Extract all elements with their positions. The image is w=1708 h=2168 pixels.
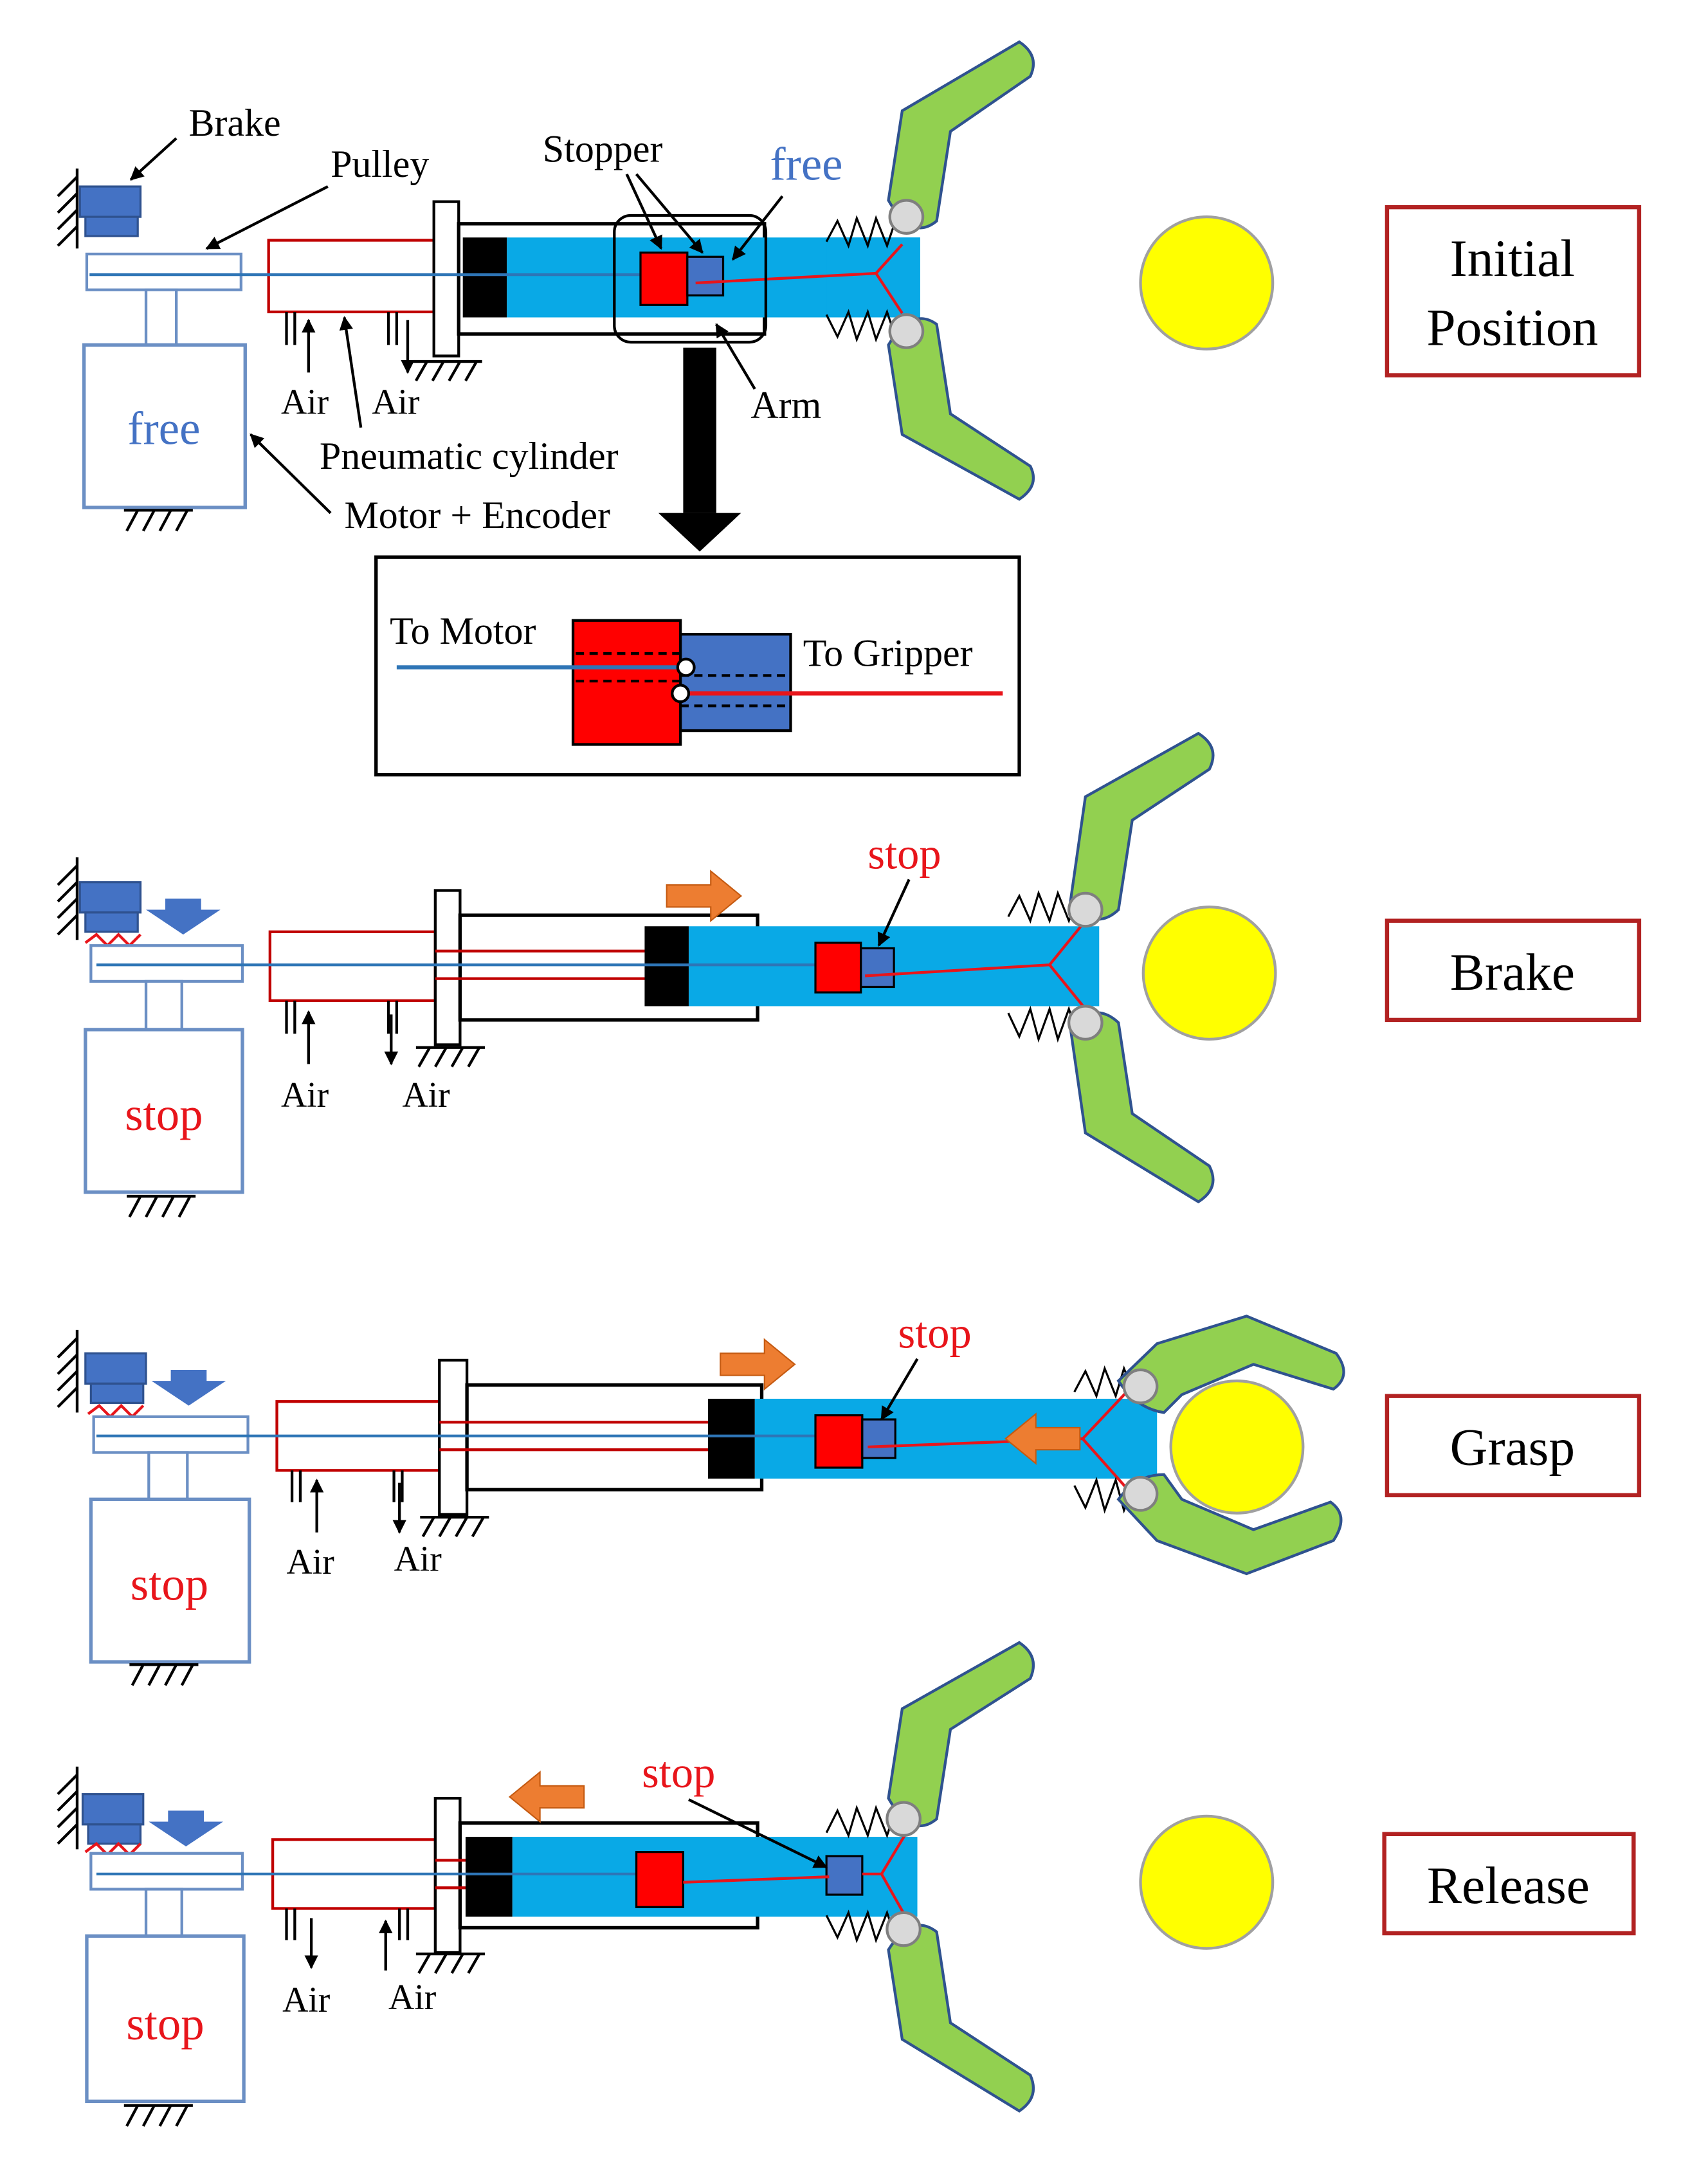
air-label-left: Air (281, 382, 329, 422)
brake-pad (84, 1352, 147, 1385)
air-port-left (285, 311, 316, 373)
stopper-blue (861, 1418, 896, 1459)
motion-arrow-icon (666, 870, 743, 922)
air-port-right (386, 311, 415, 374)
stage-title: Grasp (1450, 1418, 1575, 1477)
stage-title-box (1385, 1394, 1642, 1498)
pull-arrow-icon (1004, 1412, 1081, 1465)
pulley-label: Pulley (331, 143, 429, 185)
spring-lower (825, 309, 896, 343)
stage-title-box (1382, 1832, 1636, 1936)
stage-title-box (1385, 918, 1642, 1023)
stopper-highlight-box (613, 214, 768, 344)
air-label-left: Air (282, 1980, 331, 2020)
pulley (85, 252, 242, 291)
spring-upper (825, 215, 896, 249)
stage-title: Brake (1450, 943, 1575, 1001)
callout-lines (129, 137, 784, 515)
finger-pivot-lower (888, 313, 925, 349)
target-object (1139, 215, 1275, 351)
brake-label: Brake (188, 102, 280, 144)
stop-label: stop (898, 1309, 972, 1358)
air-label-right: Air (388, 1978, 437, 2018)
stage-title-line1: Initial (1450, 229, 1575, 287)
stopper-red (635, 1851, 685, 1908)
stop-label: stop (868, 829, 941, 878)
air-label-right: Air (394, 1540, 442, 1580)
motion-arrow-icon (720, 1338, 796, 1391)
brake-contact-zigzag (84, 933, 141, 948)
stop-label: stop (642, 1748, 715, 1797)
brake-wall-hatch (57, 169, 79, 249)
stopper-red (814, 1414, 864, 1469)
pneumatic-cylinder-label: Pneumatic cylinder (320, 435, 619, 477)
stage-release: stop Air Air stop (57, 1641, 1636, 2127)
piston-black (707, 1398, 755, 1479)
detail-stopper-red (571, 619, 682, 746)
brake-pad (78, 185, 142, 218)
cylinder-flange (433, 889, 462, 1046)
motor-state-label: stop (131, 1558, 208, 1610)
arm-blue-head (826, 237, 920, 318)
finger-upper (887, 1641, 1035, 1827)
stage-title: Release (1427, 1856, 1590, 1915)
brake-pad (78, 881, 142, 914)
piston-black (462, 237, 507, 318)
motor-encoder-box (82, 343, 247, 509)
finger-pivot-upper (888, 199, 925, 235)
motor-ground-hatch (123, 509, 193, 532)
motor-state-label: stop (126, 1998, 204, 2050)
stage-title-box (1385, 205, 1642, 378)
target-object (1139, 1814, 1275, 1950)
stopper-blue (860, 947, 895, 988)
brake-pad-lower (84, 215, 139, 237)
finger-lower (887, 1924, 1035, 2113)
stage-brake: stop Air Air stop (57, 731, 1642, 1218)
motor-state-label: stop (125, 1088, 203, 1140)
stopper-label: Stopper (543, 127, 663, 170)
stopper-blue (686, 255, 725, 296)
motor-encoder-box (89, 1497, 251, 1664)
target-object (1169, 1379, 1305, 1515)
arm-label: Arm (750, 384, 821, 426)
to-motor-label: To Motor (390, 610, 536, 652)
brake-arrow-icon (146, 898, 221, 935)
stage-title-line2: Position (1426, 298, 1598, 356)
brake-arrow-icon (149, 1810, 223, 1847)
flange-ground-hatch (413, 360, 482, 382)
detail-stopper-blue (678, 633, 792, 733)
stopper-blue (825, 1855, 864, 1896)
air-label-right: Air (372, 382, 420, 422)
to-gripper-label: To Gripper (803, 632, 973, 674)
retract-arrow-icon (508, 1771, 585, 1823)
piston-black (465, 1837, 513, 1917)
free-label: free (770, 138, 842, 190)
pulley (89, 944, 244, 983)
detail-arrow-shaft (683, 347, 716, 513)
stage-grasp: stop Air Air stop (57, 1309, 1642, 1686)
motor-shaft (144, 288, 178, 347)
finger-lower (1069, 1011, 1215, 1204)
finger-upper (1069, 731, 1215, 921)
motor-encoder-label: Motor + Encoder (344, 494, 610, 536)
stopper-red (639, 251, 689, 306)
cylinder-flange (432, 200, 460, 358)
air-label-left: Air (287, 1542, 335, 1582)
stage-initial-position: free Air Air (57, 40, 1642, 777)
stopper-red (814, 942, 862, 994)
target-object (1141, 906, 1277, 1041)
brake-pad (81, 1793, 145, 1826)
brake-arrow-icon (151, 1369, 226, 1406)
pulley (89, 1852, 244, 1891)
motor-state-label: free (127, 403, 200, 455)
motor-encoder-box (85, 1934, 246, 2103)
air-label-right: Air (402, 1075, 450, 1115)
air-label-left: Air (281, 1075, 329, 1115)
detail-arrow-head (658, 513, 741, 552)
motor-encoder-box (84, 1028, 244, 1194)
